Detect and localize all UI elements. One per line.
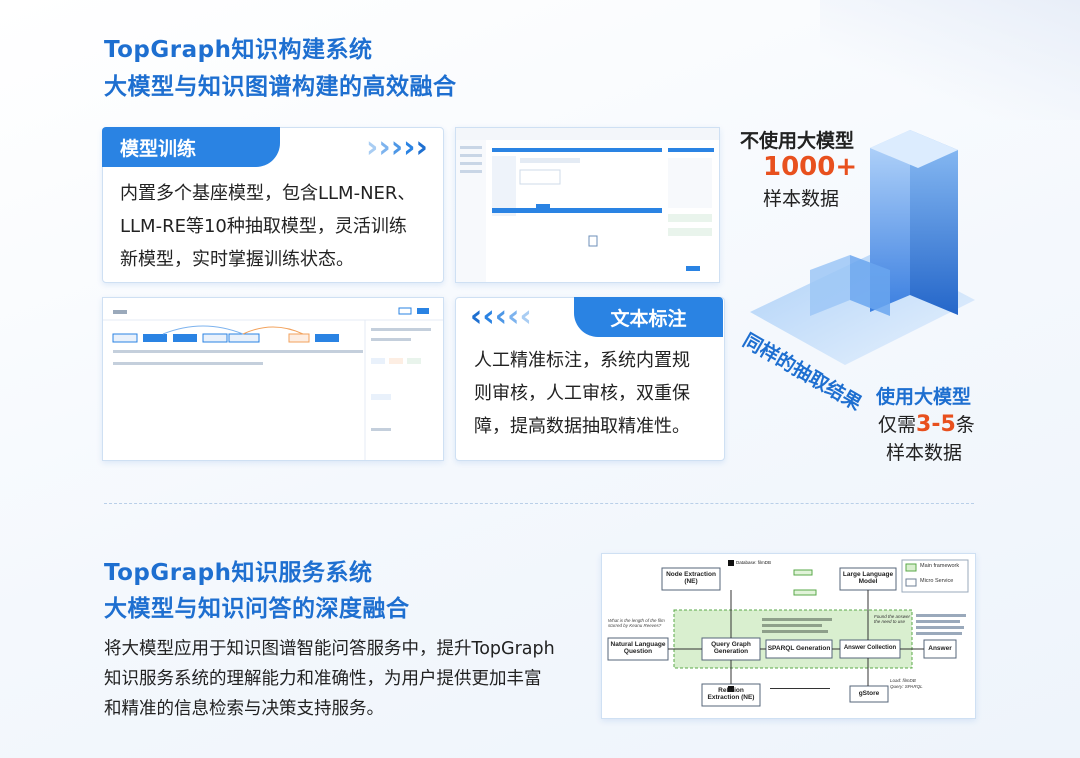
card-text-annotation-heading: 文本标注 [574, 297, 723, 337]
relation-extraction-label: Relation Extraction (NE) [707, 687, 755, 701]
llm-count-line: 仅需3-5条 [878, 410, 975, 437]
qa-diagram-svg [602, 554, 975, 718]
card-model-training-line: 新模型，实时掌握训练状态。 [120, 249, 354, 270]
no-llm-count: 1000+ [763, 152, 858, 182]
legend-main-label: Main framework [920, 563, 960, 569]
question-text: What is the length of the film starred b… [608, 618, 665, 628]
load-db-label: Load: filmDB [890, 678, 916, 683]
card-text-annotation-text: 人工精准标注，系统内置规 则审核，人工审核，双重保 障，提高数据抽取精准性。 [474, 344, 719, 443]
annotation-ui-screenshot [102, 297, 444, 461]
llm-label-diagram: Large Language Model [842, 571, 894, 585]
no-llm-label: 不使用大模型 [740, 130, 855, 152]
qa-framework-diagram: Main framework Micro Service Node Extrac… [601, 553, 976, 719]
card-model-training-heading: 模型训练 [102, 127, 280, 167]
card-model-training-text: 内置多个基座模型，包含LLM-NER、 LLM-RE等10种抽取模型，灵活训练 … [120, 177, 440, 276]
nl-question-label: Natural Language Question [610, 641, 666, 655]
section-subtitle-service: 大模型与知识问答的深度融合 [104, 596, 410, 622]
section-title-service: TopGraph知识服务系统 [104, 560, 373, 586]
found-answer-label: Found the answer the need to use [874, 614, 911, 624]
card-text-annotation-title: 文本标注 [610, 307, 687, 330]
annotation-ui-mock [103, 298, 443, 460]
card-model-training-line: LLM-RE等10种抽取模型，灵活训练 [120, 216, 407, 237]
chevrons-right-icon: ››››› [366, 130, 428, 165]
training-ui-mock [456, 128, 719, 282]
llm-label: 使用大模型 [876, 386, 972, 408]
database-label: Database: filmDB [736, 560, 772, 565]
node-extraction-box [661, 567, 721, 591]
section-subtitle-construction: 大模型与知识图谱构建的高效融合 [104, 74, 457, 100]
gstore-label: gStore [858, 690, 880, 697]
node-extraction-label: Node Extraction (NE) [666, 571, 716, 585]
chevrons-left-icon: ‹‹‹‹‹ [470, 299, 532, 334]
card-model-training-line: 内置多个基座模型，包含LLM-NER、 [120, 183, 416, 204]
answer-collection-label: Answer Collection [843, 645, 897, 651]
short-bar-front [810, 255, 850, 316]
llm-count-prefix: 仅需 [878, 414, 917, 436]
llm-count-suffix: 条 [955, 414, 975, 436]
card-text-annotation-line: 障，提高数据抽取精准性。 [474, 416, 690, 437]
training-ui-screenshot [455, 127, 720, 283]
comparison-graphic [750, 130, 975, 365]
service-description-line: 知识服务系统的理解能力和准确性，为用户提供更加丰富 [104, 669, 542, 689]
card-text-annotation-line: 则审核，人工审核，双重保 [474, 383, 690, 404]
sparql-label: SPARQL Generation [767, 645, 831, 652]
service-description-line: 将大模型应用于知识图谱智能问答服务中，提升TopGraph [104, 639, 555, 659]
tall-bar-side [910, 130, 958, 315]
gstore-box [849, 685, 889, 703]
query-label: Query: SPARQL [890, 684, 923, 689]
llm-unit: 样本数据 [886, 442, 963, 464]
background-decoration [820, 0, 1080, 120]
answer-label: Answer [928, 645, 952, 652]
service-description-line: 和精准的信息检索与决策支持服务。 [104, 699, 384, 719]
tall-bar-top [870, 130, 958, 168]
section-title-construction: TopGraph知识构建系统 [104, 37, 373, 63]
section-divider [104, 503, 974, 504]
service-description: 将大模型应用于知识图谱智能问答服务中，提升TopGraph 知识服务系统的理解能… [104, 634, 604, 724]
short-bar-side [850, 255, 890, 316]
legend-micro-label: Micro Service [920, 578, 954, 584]
card-text-annotation-line: 人工精准标注，系统内置规 [474, 350, 690, 371]
query-graph-label: Query Graph Generation [711, 641, 751, 655]
no-llm-unit: 样本数据 [763, 188, 840, 210]
card-model-training-title: 模型训练 [120, 137, 197, 160]
llm-count: 3-5 [916, 412, 956, 437]
